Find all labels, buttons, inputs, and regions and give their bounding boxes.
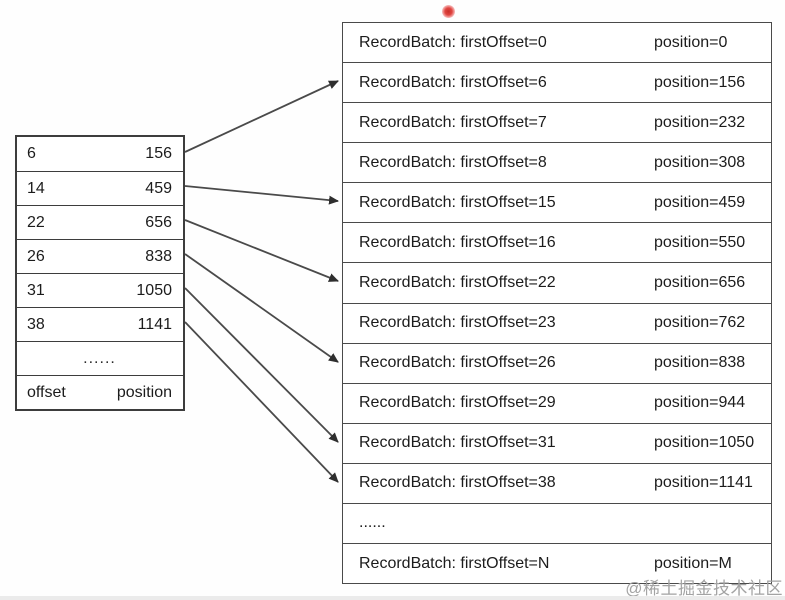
recordbatch-label: RecordBatch: firstOffset=15 [359, 193, 556, 211]
recordbatch-label: RecordBatch: firstOffset=38 [359, 474, 556, 492]
mapping-arrow [184, 253, 339, 363]
position-header: position [116, 383, 172, 401]
recordbatch-row: RecordBatch: firstOffset=22 position=656 [343, 262, 771, 303]
position-cell: 459 [145, 179, 172, 197]
position-label: position=550 [654, 233, 746, 251]
recordbatch-label: RecordBatch: firstOffset=31 [359, 434, 556, 452]
offset-index-table: 6 156 14 459 22 656 26 838 31 1050 38 1141...... off… [15, 135, 185, 411]
index-row: 38 1141 [17, 307, 183, 341]
offset-cell: 6 [27, 145, 36, 162]
position-cell: 156 [145, 145, 172, 162]
ellipsis-cell: ...... [83, 349, 116, 367]
position-cell: 838 [145, 247, 172, 265]
recordbatch-row: ...... [343, 502, 771, 544]
recordbatch-label: RecordBatch: firstOffset=0 [359, 33, 547, 51]
position-label: position=1141 [654, 474, 753, 492]
index-row: 31 1050 [17, 273, 183, 307]
recordbatch-row: RecordBatch: firstOffset=15 position=459 [343, 182, 771, 223]
index-row: ...... [17, 341, 183, 375]
position-label: position=944 [654, 394, 746, 412]
recordbatch-row: RecordBatch: firstOffset=26 position=838 [343, 342, 771, 383]
recordbatch-row: RecordBatch: firstOffset=29 position=944 [343, 382, 771, 423]
recordbatch-row: RecordBatch: firstOffset=23 position=762 [343, 302, 771, 343]
offset-header: offset [27, 383, 66, 401]
recordbatch-label: RecordBatch: firstOffset=29 [359, 394, 556, 412]
offset-cell: 22 [27, 213, 45, 231]
position-label: position=656 [654, 274, 746, 291]
recordbatch-row: RecordBatch: firstOffset=7 position=232 [343, 102, 771, 143]
offset-cell: 14 [27, 179, 45, 197]
recordbatch-row: RecordBatch: firstOffset=16 position=550 [343, 222, 771, 263]
position-label: position=M [654, 554, 732, 572]
position-label: position=156 [654, 73, 746, 91]
index-row: 26 838 [17, 239, 183, 273]
recordbatch-label: RecordBatch: firstOffset=26 [359, 354, 556, 372]
index-row: offset position [17, 375, 183, 409]
recordbatch-label: RecordBatch: firstOffset=7 [359, 113, 547, 131]
position-label: position=838 [654, 354, 746, 372]
recordbatch-label: RecordBatch: firstOffset=N [359, 554, 550, 572]
position-cell: 1141 [137, 315, 172, 333]
offset-cell: 31 [27, 281, 45, 299]
recordbatch-label: RecordBatch: firstOffset=22 [359, 274, 556, 291]
bottom-edge-strip [0, 596, 785, 600]
recordbatch-label: RecordBatch: firstOffset=6 [359, 73, 547, 91]
recordbatch-label: RecordBatch: firstOffset=8 [359, 153, 547, 171]
mapping-arrow [184, 80, 339, 153]
recordbatch-row: RecordBatch: firstOffset=N position=M [343, 543, 771, 584]
offset-cell: 38 [27, 315, 45, 333]
index-row: 6 156 [17, 137, 183, 171]
position-cell: 656 [145, 213, 172, 231]
recordbatch-label: RecordBatch: firstOffset=16 [359, 233, 556, 251]
recordbatch-row: RecordBatch: firstOffset=8 position=308 [343, 142, 771, 183]
recordbatch-row: RecordBatch: firstOffset=0 position=0 [343, 23, 771, 63]
position-label: position=232 [654, 113, 746, 131]
position-label: position=0 [654, 33, 728, 51]
position-label: position=459 [654, 193, 746, 211]
position-cell: 1050 [136, 281, 172, 299]
position-label: position=1050 [654, 434, 755, 452]
mapping-arrow [184, 321, 339, 483]
index-row: 14 459 [17, 171, 183, 205]
recordbatch-row: RecordBatch: firstOffset=38 position=1141 [343, 462, 771, 503]
recordbatch-row: RecordBatch: firstOffset=6 position=156 [343, 62, 771, 103]
mapping-arrow [184, 185, 339, 205]
position-label: position=308 [654, 153, 746, 171]
recordbatch-row: RecordBatch: firstOffset=31 position=1050 [343, 422, 771, 463]
mapping-arrow [184, 287, 339, 443]
index-row: 22 656 [17, 205, 183, 239]
laser-pointer-dot [442, 5, 455, 18]
watermark-text: @稀土掘金技术社区 [625, 579, 783, 598]
position-label: position=762 [654, 314, 746, 332]
mapping-arrow [184, 219, 339, 282]
offset-cell: 26 [27, 247, 45, 265]
recordbatch-label: RecordBatch: firstOffset=23 [359, 314, 556, 332]
recordbatch-label: ...... [359, 514, 386, 532]
